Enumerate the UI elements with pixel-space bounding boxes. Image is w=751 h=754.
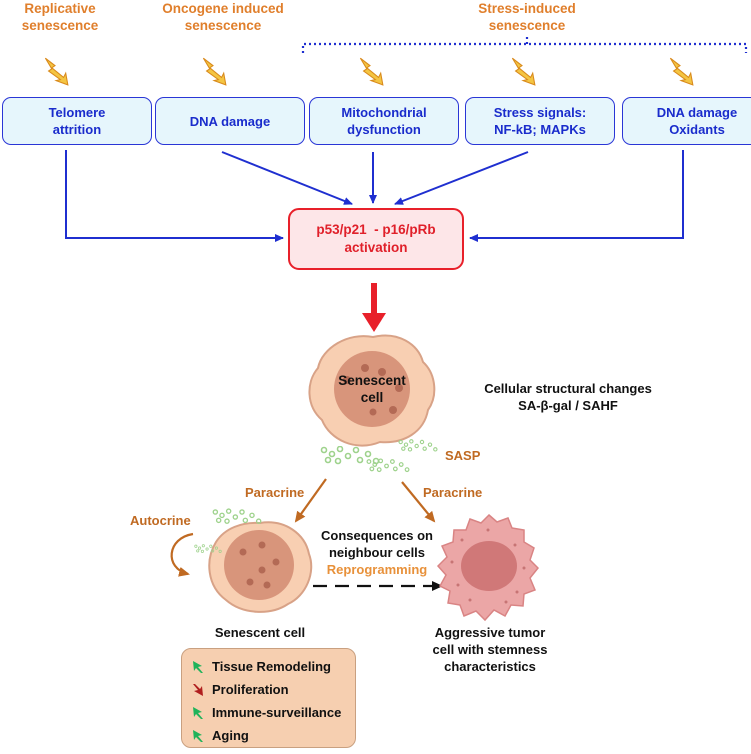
effect-label: Immune-surveillance (212, 705, 342, 720)
stress-bracket (301, 37, 748, 53)
arrow-down-icon (193, 683, 203, 696)
trigger-line: Mitochondrial (341, 105, 427, 120)
p53-p16-activation-box: p53/p21 - p16/pRb activation (288, 208, 464, 270)
label-line: characteristics (444, 659, 536, 674)
label-line: cell with stemness (432, 642, 548, 657)
trigger-line: DNA damage (189, 113, 271, 129)
tumor-cell-label: Aggressive tumor cell with stemness char… (415, 624, 565, 675)
lightning-icon (202, 57, 227, 86)
lightning-icon (359, 57, 384, 86)
lightning-icon (511, 57, 536, 86)
senescent-cell-center-label: Senescent cell (322, 372, 422, 406)
category-line: senescence (488, 18, 566, 33)
trigger-telomere-attrition: Telomere attrition (2, 97, 152, 145)
effect-item: Aging (192, 724, 355, 747)
lightning-icon (44, 57, 69, 86)
sasp-label: SASP (445, 448, 481, 463)
reprogramming-label: Reprogramming (326, 562, 428, 577)
category-line: senescence (21, 18, 99, 33)
effect-label: Proliferation (212, 682, 289, 697)
label-line: neighbour cells (328, 545, 426, 560)
paracrine-left-label: Paracrine (245, 485, 305, 500)
category-line: Stress-induced (478, 1, 576, 16)
trigger-line: Telomere (48, 105, 106, 120)
label-line: Senescent (338, 373, 406, 388)
trigger-dna-damage-oxidants: DNA damage Oxidants (622, 97, 751, 145)
trigger-line: dysfunction (347, 122, 421, 137)
label-line: Aggressive tumor (434, 625, 546, 640)
category-oncogene: Oncogene induced senescence (155, 0, 291, 34)
trigger-stress-signals: Stress signals: NF-kB; MAPKs (465, 97, 615, 145)
trigger-mitochondrial: Mitochondrial dysfunction (309, 97, 459, 145)
sasp-dots (212, 508, 262, 524)
effect-label: Aging (212, 728, 249, 743)
central-line: p53/p21 - p16/pRb (316, 222, 436, 237)
trigger-dna-damage: DNA damage (155, 97, 305, 145)
senescent-cell-central (308, 334, 436, 447)
arrow-paracrine-right (401, 481, 436, 523)
category-line: Replicative (24, 1, 96, 16)
senescent-cell-left (208, 521, 313, 613)
sasp-dots (398, 438, 438, 452)
category-line: Oncogene induced (162, 1, 284, 16)
trigger-line: NF-kB; MAPKs (494, 122, 586, 137)
label-line: Cellular structural changes (484, 381, 652, 396)
trigger-line: DNA damage (656, 105, 738, 120)
arrow-up-icon (193, 729, 203, 742)
paracrine-right-label: Paracrine (423, 485, 483, 500)
tumor-cell (436, 513, 540, 622)
arrow-stress-signals (394, 151, 529, 205)
arrow-up-icon (193, 660, 203, 673)
label-line: Consequences on (321, 528, 433, 543)
arrow-telomere (65, 150, 284, 242)
red-arrow (362, 283, 386, 332)
category-line: senescence (184, 18, 262, 33)
effects-panel: Tissue Remodeling Proliferation Immune-s… (181, 648, 356, 748)
central-line: activation (344, 240, 408, 255)
trigger-line: Oxidants (669, 122, 725, 137)
arrow-paracrine-left (294, 478, 327, 523)
effect-item: Immune-surveillance (192, 701, 355, 724)
category-replicative: Replicative senescence (5, 0, 115, 34)
lightning-icon (669, 57, 694, 86)
label-line: cell (360, 390, 384, 405)
autocrine-label: Autocrine (130, 513, 191, 528)
structural-changes-label: Cellular structural changes SA-β-gal / S… (468, 380, 668, 414)
category-stress: Stress-induced senescence (465, 0, 589, 34)
arrow-autocrine (170, 532, 194, 577)
consequences-label: Consequences on neighbour cells Reprogra… (310, 527, 444, 578)
trigger-line: Stress signals: (493, 105, 587, 120)
sasp-dots (320, 446, 380, 465)
trigger-line: attrition (52, 122, 102, 137)
effect-label: Tissue Remodeling (212, 659, 331, 674)
arrow-oxidants (469, 150, 684, 242)
arrow-up-icon (193, 706, 203, 719)
label-line: SA-β-gal / SAHF (518, 398, 618, 413)
effect-item: Tissue Remodeling (192, 655, 355, 678)
senescent-cell-label: Senescent cell (214, 625, 306, 640)
effect-item: Proliferation (192, 678, 355, 701)
arrow-dna-damage (221, 151, 353, 205)
